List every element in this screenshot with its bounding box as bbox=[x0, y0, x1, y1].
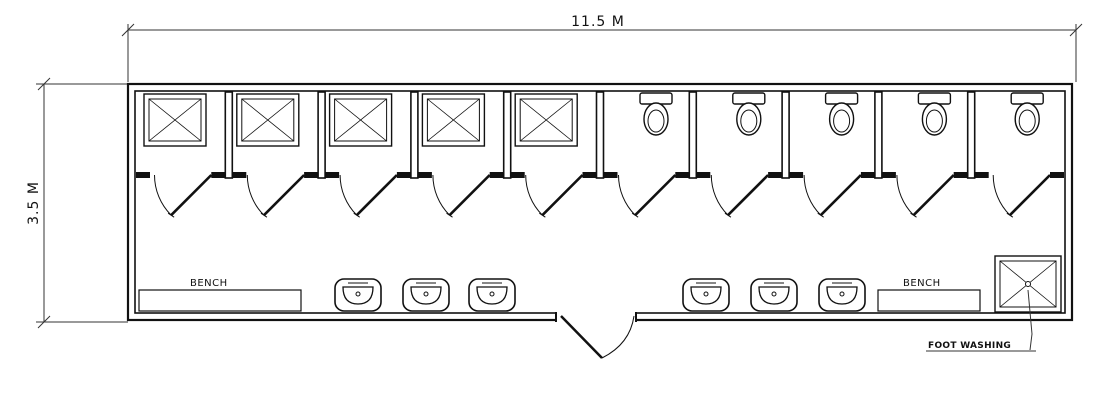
stall-wall-stub bbox=[974, 172, 989, 178]
stall-door bbox=[432, 174, 491, 218]
width-dimension bbox=[121, 23, 1083, 82]
shower-stall bbox=[510, 93, 597, 218]
stall-partition bbox=[966, 91, 976, 179]
stall-partition bbox=[874, 91, 883, 179]
shower-tray bbox=[143, 93, 207, 147]
toilet bbox=[639, 92, 673, 136]
height-dimension bbox=[36, 77, 128, 329]
toilet bbox=[917, 92, 952, 136]
stall-partition bbox=[595, 91, 605, 179]
foot-washing-label: FOOT WASHING bbox=[928, 341, 1011, 351]
stall-partition bbox=[410, 91, 419, 179]
shower-stall bbox=[417, 93, 504, 218]
stall-door bbox=[992, 174, 1051, 218]
shower-tray bbox=[328, 93, 393, 147]
stall-wall-stub bbox=[1050, 172, 1064, 178]
sink bbox=[334, 278, 382, 312]
stall-door bbox=[710, 174, 770, 218]
toilet bbox=[732, 92, 766, 136]
toilet bbox=[1010, 92, 1044, 136]
sink bbox=[468, 278, 516, 312]
sink bbox=[750, 278, 798, 312]
stall-wall-stub bbox=[232, 172, 247, 178]
stall-wall-stub bbox=[211, 172, 226, 178]
shower-tray bbox=[236, 93, 300, 147]
toilet-stall bbox=[603, 92, 690, 218]
stall-wall-stub bbox=[675, 172, 690, 178]
toilet-stall bbox=[881, 92, 968, 218]
stall-wall-stub bbox=[582, 172, 597, 178]
height-dimension-label: 3.5 M bbox=[26, 181, 42, 225]
stall-partition bbox=[688, 91, 698, 179]
entry-opening bbox=[556, 310, 636, 324]
shower-tray bbox=[421, 93, 486, 147]
stall-door bbox=[154, 174, 213, 218]
stall-door bbox=[339, 174, 398, 218]
stall-wall-stub bbox=[768, 172, 783, 178]
stall-wall-stub bbox=[489, 172, 504, 178]
stall-row bbox=[136, 91, 1064, 218]
shower-stall bbox=[325, 93, 411, 218]
bench-right bbox=[877, 289, 981, 312]
stall-wall-stub bbox=[696, 172, 711, 178]
sink-row bbox=[334, 278, 866, 312]
stall-partition bbox=[502, 91, 512, 179]
stall-wall-stub bbox=[325, 172, 340, 178]
toilet-stall bbox=[696, 92, 783, 218]
sink bbox=[402, 278, 450, 312]
stall-door bbox=[246, 174, 306, 218]
stall-door bbox=[618, 174, 677, 218]
bench-left-label: BENCH bbox=[190, 278, 228, 289]
stall-partition bbox=[224, 91, 234, 179]
stall-wall-stub bbox=[603, 172, 618, 178]
foot-washing-station bbox=[994, 255, 1062, 313]
sink bbox=[818, 278, 866, 312]
entry-door bbox=[555, 312, 637, 359]
stall-wall-stub bbox=[953, 172, 968, 178]
stall-wall-stub bbox=[789, 172, 804, 178]
stall-partition bbox=[317, 91, 326, 179]
sink bbox=[682, 278, 730, 312]
stall-wall-stub bbox=[396, 172, 411, 178]
toilet bbox=[824, 92, 859, 136]
toilet-stall bbox=[789, 92, 875, 218]
shower-stall bbox=[136, 93, 226, 218]
toilet-stall bbox=[974, 92, 1064, 218]
stall-partition bbox=[781, 91, 790, 179]
shower-stall bbox=[232, 93, 319, 218]
bench-left bbox=[138, 289, 302, 312]
shower-tray bbox=[514, 93, 578, 147]
stall-wall-stub bbox=[860, 172, 875, 178]
stall-wall-stub bbox=[510, 172, 525, 178]
stall-door bbox=[803, 174, 862, 218]
stall-wall-stub bbox=[417, 172, 432, 178]
bench-right-label: BENCH bbox=[903, 278, 941, 289]
stall-wall-stub bbox=[136, 172, 150, 178]
stall-door bbox=[896, 174, 955, 218]
stall-wall-stub bbox=[304, 172, 319, 178]
stall-wall-stub bbox=[881, 172, 896, 178]
width-dimension-label: 11.5 M bbox=[571, 14, 625, 30]
stall-door bbox=[525, 174, 584, 218]
foot-washing-leader bbox=[926, 289, 1036, 352]
